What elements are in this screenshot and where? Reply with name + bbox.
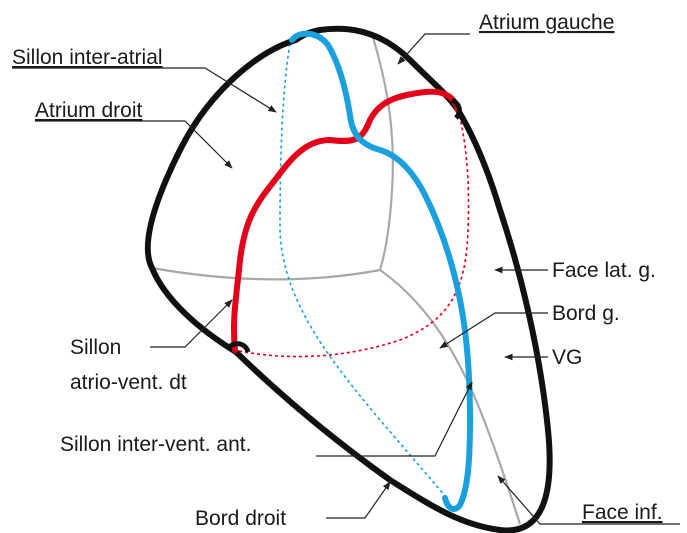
label-atrium-droit: Atrium droit xyxy=(35,99,143,122)
blue-dotted-line xyxy=(280,44,445,496)
label-face-inf: Face inf. xyxy=(582,501,663,524)
red-dotted-line-back xyxy=(235,110,469,357)
leader-bord-droit xyxy=(326,482,390,518)
gray-line-left xyxy=(152,268,380,279)
label-vg: VG xyxy=(552,346,582,369)
label-bord-droit: Bord droit xyxy=(195,507,286,530)
label-sillon-inter-vent-ant: Sillon inter-vent. ant. xyxy=(60,433,251,456)
label-sillon-av-line1: Sillon xyxy=(70,336,121,359)
label-atrium-gauche: Atrium gauche xyxy=(479,11,614,34)
label-sillon-av-line2: atrio-vent. dt xyxy=(70,371,187,394)
label-face-lat-g: Face lat. g. xyxy=(552,259,656,282)
label-sillon-inter-atrial: Sillon inter-atrial xyxy=(12,46,163,69)
label-bord-g: Bord g. xyxy=(552,302,620,325)
leader-atrium-droit xyxy=(35,121,232,168)
